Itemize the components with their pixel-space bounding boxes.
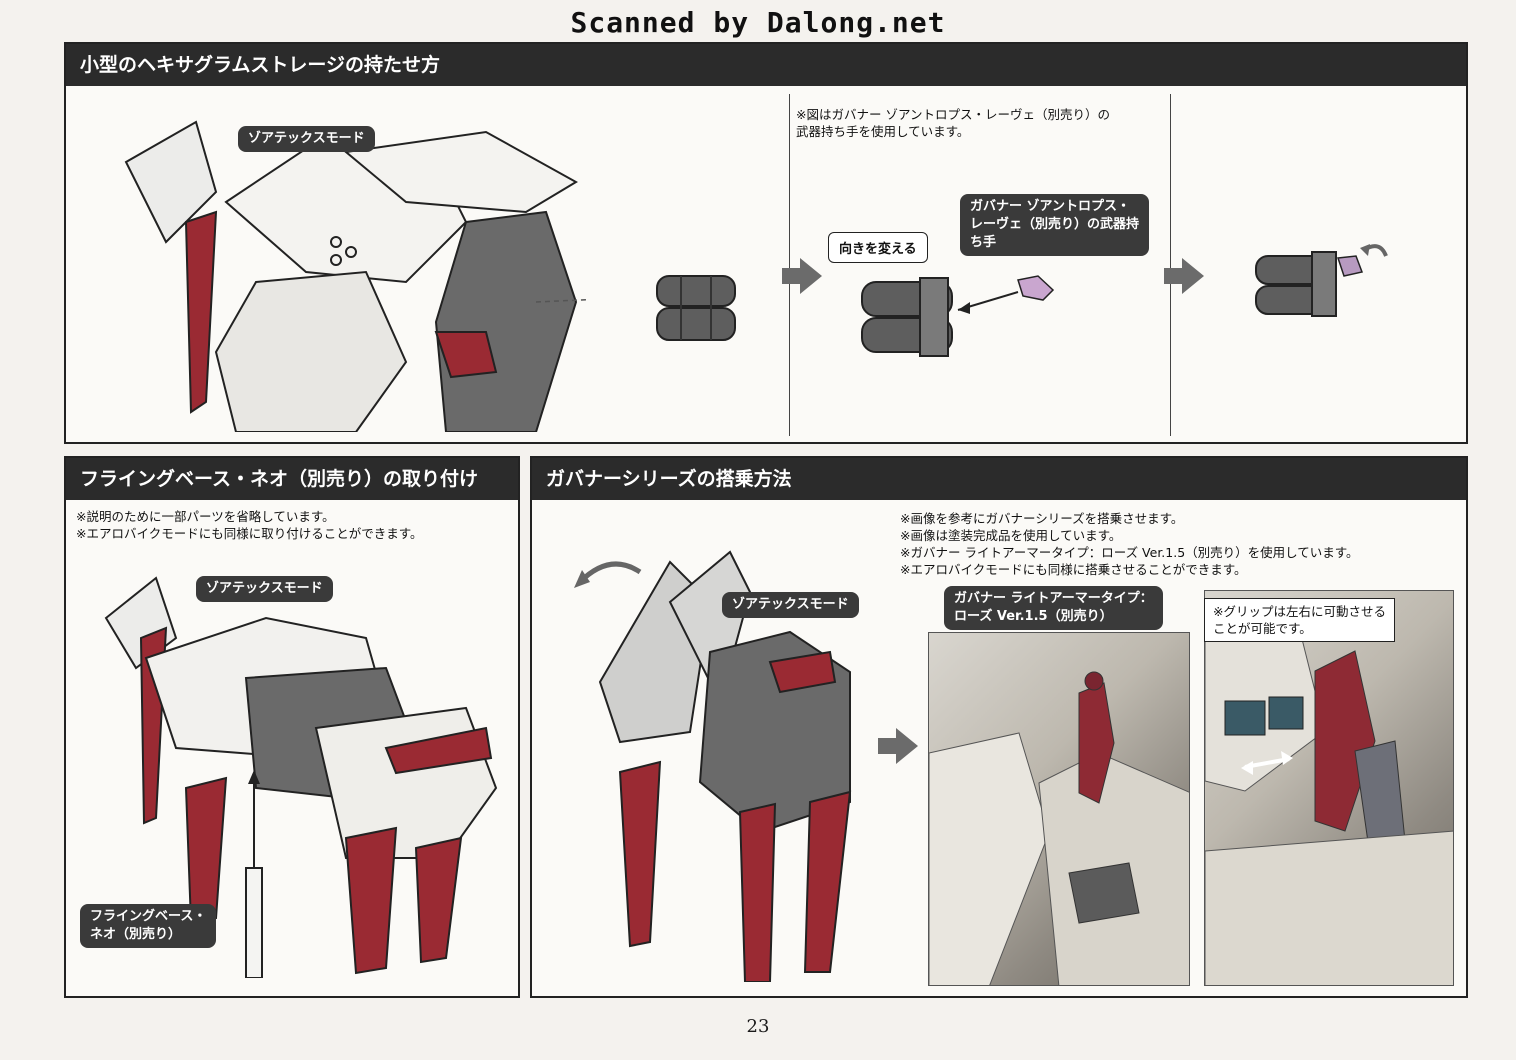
watermark: Scanned by Dalong.net — [570, 6, 946, 39]
figure-label: ガバナー ライトアーマータイプ： ローズ Ver.1.5（別売り） — [944, 586, 1163, 630]
storage-rotate-illustration — [861, 275, 1055, 357]
divider — [789, 94, 790, 436]
step-arrow — [782, 258, 822, 294]
grip-detail-photo — [1204, 590, 1454, 986]
mech-illustration — [124, 120, 586, 432]
step-arrow — [1164, 258, 1204, 294]
panel-storage-hold: 小型のヘキサグラムストレージの持たせ方 ゾアテックスモード ※図はガバナー ゾア… — [64, 42, 1468, 444]
part-label: ガバナー ゾアントロプス・ レーヴェ（別売り）の武器持 ち手 — [960, 194, 1150, 256]
divider — [1170, 94, 1171, 436]
mode-label: ゾアテックスモード — [722, 592, 859, 618]
mech-on-base-illustration — [104, 576, 498, 978]
mode-label: ゾアテックスモード — [238, 126, 375, 152]
storage-part-illustration — [656, 275, 736, 341]
base-label: フライングベース・ ネオ（別売り） — [80, 904, 217, 948]
note-weapon-hand: ※図はガバナー ゾアントロプス・レーヴェ（別売り）の 武器持ち手を使用しています… — [796, 107, 1110, 139]
page-number: 23 — [746, 1016, 770, 1037]
step-arrow — [878, 728, 918, 764]
mode-label: ゾアテックスモード — [196, 576, 333, 602]
rotate-bubble: 向きを変える — [828, 232, 928, 263]
grip-note: ※グリップは左右に可動させる ことが可能です。 — [1204, 598, 1395, 642]
boarding-mech-illustration — [574, 550, 852, 982]
notes: ※説明のために一部パーツを省略しています。 ※エアロバイクモードにも同様に取り付… — [76, 509, 423, 541]
notes: ※画像を参考にガバナーシリーズを搭乗させます。 ※画像は塗装完成品を使用していま… — [900, 511, 1359, 577]
storage-mounted-illustration — [1255, 244, 1388, 317]
boarding-photo — [928, 632, 1190, 986]
panel-title: 小型のヘキサグラムストレージの持たせ方 — [66, 44, 1466, 86]
panel-title: ガバナーシリーズの搭乗方法 — [532, 458, 1466, 500]
panel-flying-base: フライングベース・ネオ（別売り）の取り付け ※説明のために一部パーツを省略してい… — [64, 456, 520, 998]
panel-title: フライングベース・ネオ（別売り）の取り付け — [66, 458, 518, 500]
panel-boarding: ガバナーシリーズの搭乗方法 ※画像を参考にガバナーシリーズを搭乗させます。 ※画… — [530, 456, 1468, 998]
